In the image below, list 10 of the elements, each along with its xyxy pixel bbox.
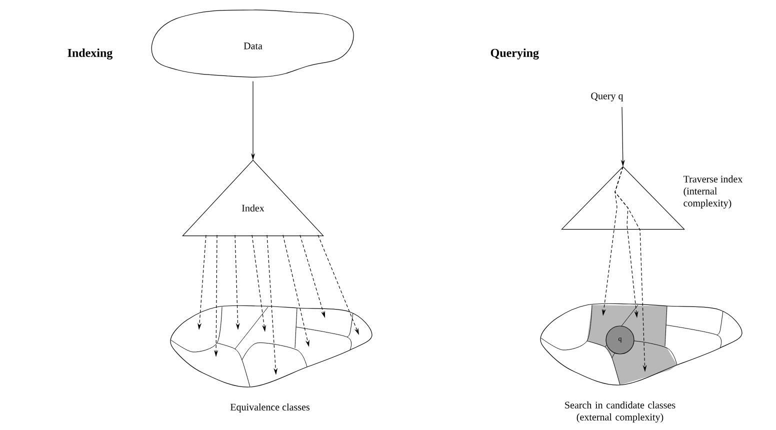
caption-text: Equivalence classes	[230, 403, 310, 413]
query-text: Query q	[591, 92, 624, 102]
data-blob: Data	[151, 10, 354, 78]
caption-text: Traverse index (internal complexity)	[684, 175, 743, 209]
index-triangle	[561, 166, 686, 230]
caption-text: Search in candidate classes (external complexity)	[565, 401, 676, 423]
section-heading: Indexing	[68, 48, 113, 60]
partition-blob-drawing	[170, 305, 372, 388]
section-heading: Querying	[490, 48, 539, 60]
index-triangle: Index	[182, 160, 324, 236]
